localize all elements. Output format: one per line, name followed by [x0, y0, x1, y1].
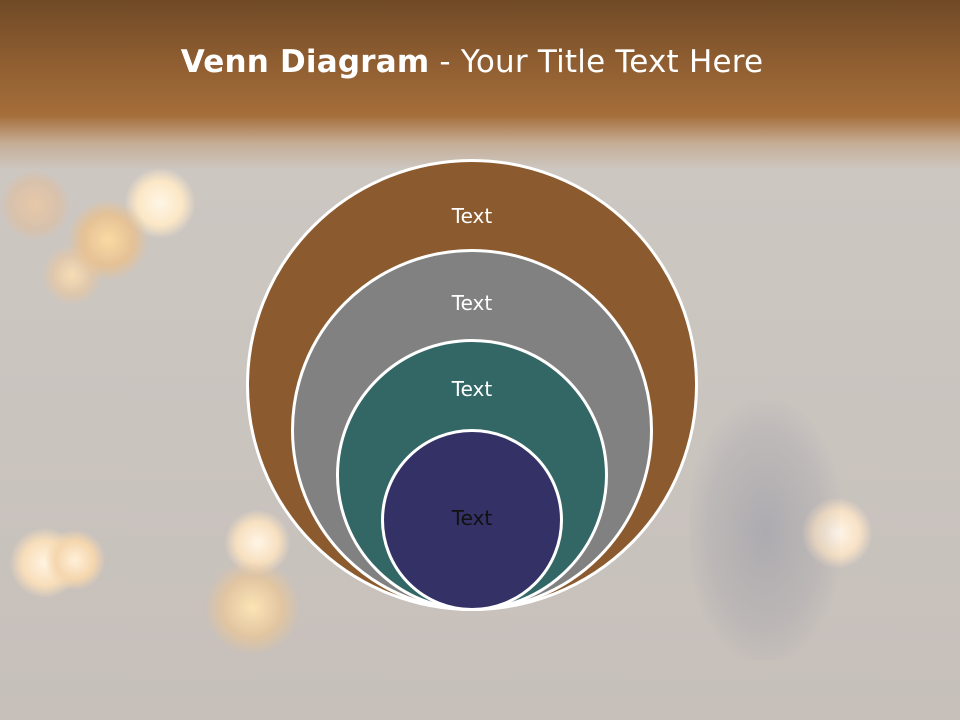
- venn-label-second: Text: [451, 291, 493, 315]
- venn-label-outer: Text: [451, 204, 493, 228]
- bokeh-light: [690, 400, 840, 660]
- bokeh-light: [0, 170, 70, 240]
- venn-label-third: Text: [451, 377, 493, 401]
- header-band: [0, 0, 960, 170]
- bokeh-light: [45, 530, 105, 590]
- slide-title[interactable]: Venn Diagram - Your Title Text Here: [0, 40, 944, 84]
- venn-label-inner: Text: [451, 506, 493, 530]
- venn-circle-inner[interactable]: [381, 429, 563, 611]
- title-rest-text: - Your Title Text Here: [429, 44, 764, 80]
- bokeh-light: [205, 560, 300, 655]
- title-bold-text: Venn Diagram: [180, 44, 430, 80]
- bokeh-light: [802, 498, 872, 568]
- bokeh-light: [42, 245, 102, 305]
